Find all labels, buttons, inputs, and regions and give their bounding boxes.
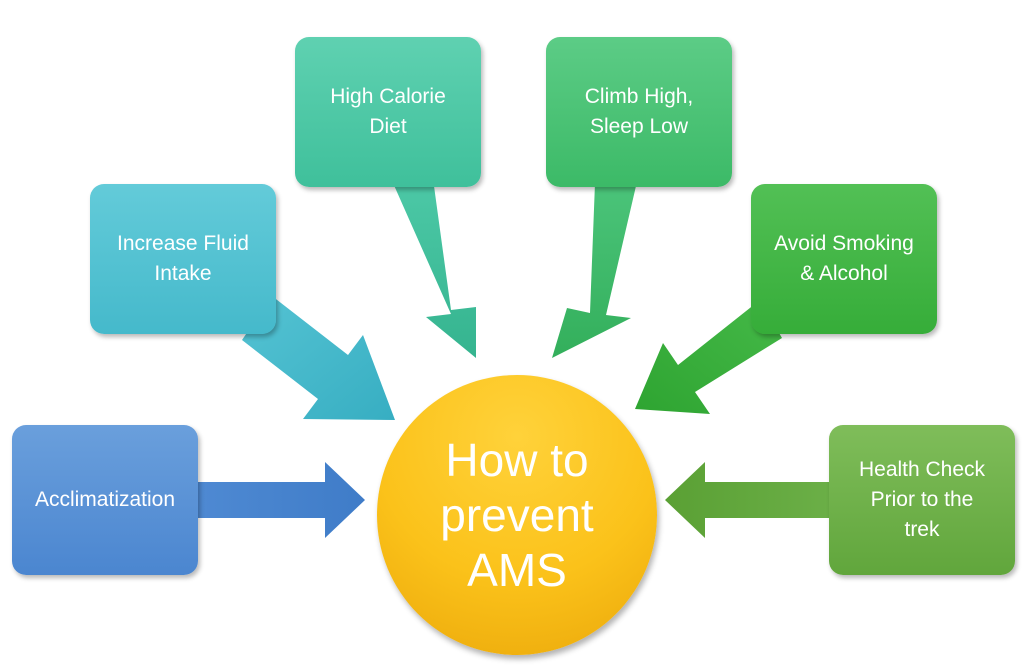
center-title: How to prevent AMS [440, 433, 594, 596]
arrow-acclimatization [190, 462, 365, 538]
node-high-calorie-diet-label: High Calorie Diet [330, 85, 446, 138]
arrow-climb-high [552, 183, 636, 358]
node-increase-fluid-intake: Increase Fluid Intake [90, 184, 276, 334]
arrow-health-check [665, 462, 840, 538]
arrow-avoid-smoking [635, 300, 782, 414]
arrow-high-calorie-diet [393, 183, 476, 358]
center-circle: How to prevent AMS [377, 375, 657, 655]
node-acclimatization: Acclimatization [12, 425, 198, 575]
node-avoid-smoking-alcohol-label: Avoid Smoking & Alcohol [774, 232, 914, 285]
node-health-check: Health Check Prior to the trek [829, 425, 1015, 575]
arrow-fluid-intake [242, 296, 395, 420]
node-high-calorie-diet: High Calorie Diet [295, 37, 481, 187]
node-climb-high-sleep-low-label: Climb High, Sleep Low [584, 85, 694, 138]
node-climb-high-sleep-low: Climb High, Sleep Low [546, 37, 732, 187]
node-increase-fluid-intake-label: Increase Fluid Intake [117, 232, 249, 285]
node-acclimatization-label: Acclimatization [34, 488, 176, 511]
node-avoid-smoking-alcohol: Avoid Smoking & Alcohol [751, 184, 937, 334]
node-health-check-label: Health Check Prior to the trek [858, 458, 986, 541]
